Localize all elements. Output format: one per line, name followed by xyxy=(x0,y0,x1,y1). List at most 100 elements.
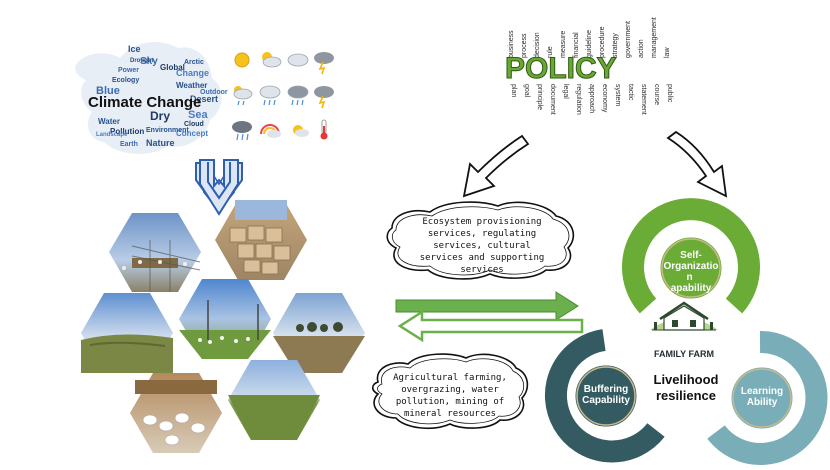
policy-word: decision xyxy=(534,32,541,58)
down-arrows xyxy=(195,159,243,216)
climate-word: Drought xyxy=(130,58,153,64)
thunder-icon xyxy=(314,86,334,109)
buffering-circle xyxy=(572,362,640,430)
policy-word: statement xyxy=(640,84,647,115)
climate-word: Weather xyxy=(176,81,207,90)
climate-word: Environment xyxy=(146,127,189,134)
climate-word: Water xyxy=(98,117,120,126)
rain-sun-icon xyxy=(233,86,253,106)
sun-dots-icon xyxy=(293,125,309,137)
climate-word: Cloud xyxy=(184,121,204,128)
cloud-rain-icon xyxy=(287,85,309,106)
photo-grassland-left xyxy=(81,293,173,373)
policy-word: management xyxy=(651,17,658,58)
policy-words-bottom: plan goal principle document legal regulation… xyxy=(510,84,673,115)
policy-word: process xyxy=(521,33,528,58)
policy-word: course xyxy=(653,84,660,105)
policy-word: public xyxy=(666,84,673,103)
policy-word: rule xyxy=(547,46,554,58)
policy-word: document xyxy=(549,84,556,115)
thermometer-icon xyxy=(320,119,328,140)
policy-word: financial xyxy=(573,32,580,58)
cloud-shape xyxy=(75,42,222,154)
climate-word: Pollution xyxy=(110,127,144,136)
policy-word: approach xyxy=(588,84,595,113)
photo-center-pasture xyxy=(179,279,271,359)
arrow-left xyxy=(397,309,584,343)
policy-word-cloud: business process decision rule measure financ… xyxy=(505,17,674,115)
climate-word: Sea xyxy=(188,109,208,121)
photo-fence-sheep xyxy=(109,213,201,292)
climate-word: Arctic xyxy=(184,59,204,66)
climate-word: Earth xyxy=(120,141,138,148)
weather-icon-grid xyxy=(232,52,334,141)
learning-ring xyxy=(707,330,828,465)
climate-word: Sky xyxy=(140,56,158,67)
hexagon-photo-grid xyxy=(81,200,365,453)
policy-word: guideline xyxy=(586,30,593,58)
climate-word: Dry xyxy=(150,109,170,123)
buffering-ring xyxy=(544,329,665,463)
policy-word: plan xyxy=(510,84,517,97)
family-farm-icon xyxy=(650,301,718,331)
climate-word: Desert xyxy=(190,94,218,104)
blue-double-arrow xyxy=(199,159,239,216)
policy-arrows xyxy=(462,130,728,198)
climate-word: Power xyxy=(118,67,139,74)
photo-sheep-barn xyxy=(130,373,222,453)
rainbow-icon xyxy=(260,124,281,138)
policy-word: business xyxy=(508,30,515,58)
arrow-right xyxy=(395,291,579,321)
photo-hay-bales xyxy=(215,200,307,280)
climate-word: Blue xyxy=(96,85,120,97)
policy-word: action xyxy=(638,39,645,58)
learning-circle xyxy=(728,364,796,432)
policy-word: strategy xyxy=(612,33,619,58)
policy-word: tactic xyxy=(627,84,634,101)
sun-icon xyxy=(234,52,250,68)
policy-word: system xyxy=(614,84,621,106)
climate-word: Global xyxy=(160,63,185,72)
policy-word: procedure xyxy=(599,26,606,58)
family-farm-label: FAMILY FARM xyxy=(654,349,714,359)
policy-word: regulation xyxy=(575,84,582,115)
storm-icon xyxy=(314,52,334,75)
rain-cloud-icon xyxy=(232,121,252,141)
policy-word: principle xyxy=(536,84,543,110)
self-org-circle xyxy=(657,234,725,302)
climate-word: Ecology xyxy=(112,77,139,84)
green-exchange-arrows xyxy=(395,291,584,343)
policy-words-top: business process decision rule measure financ… xyxy=(508,17,671,58)
climate-title: Climate Change xyxy=(88,94,201,111)
self-org-ring xyxy=(622,198,760,314)
climate-word: Outdoor xyxy=(200,89,228,96)
climate-word: Concept xyxy=(176,129,208,138)
climate-word: Landscape xyxy=(96,132,128,138)
climate-word: Ice xyxy=(128,44,141,54)
policy-word: economy xyxy=(601,84,608,113)
arrow-policy-to-resilience xyxy=(666,130,728,198)
climate-word: Nature xyxy=(146,138,175,148)
policy-word: goal xyxy=(523,84,530,98)
cloud-icon xyxy=(287,53,309,67)
policy-word: government xyxy=(625,21,632,58)
policy-word: legal xyxy=(562,84,569,99)
climate-word: Change xyxy=(176,68,209,78)
policy-word: measure xyxy=(560,31,567,58)
sun-cloud-icon xyxy=(262,52,282,68)
policy-word: law xyxy=(664,47,671,58)
policy-title: POLICY xyxy=(505,52,617,85)
